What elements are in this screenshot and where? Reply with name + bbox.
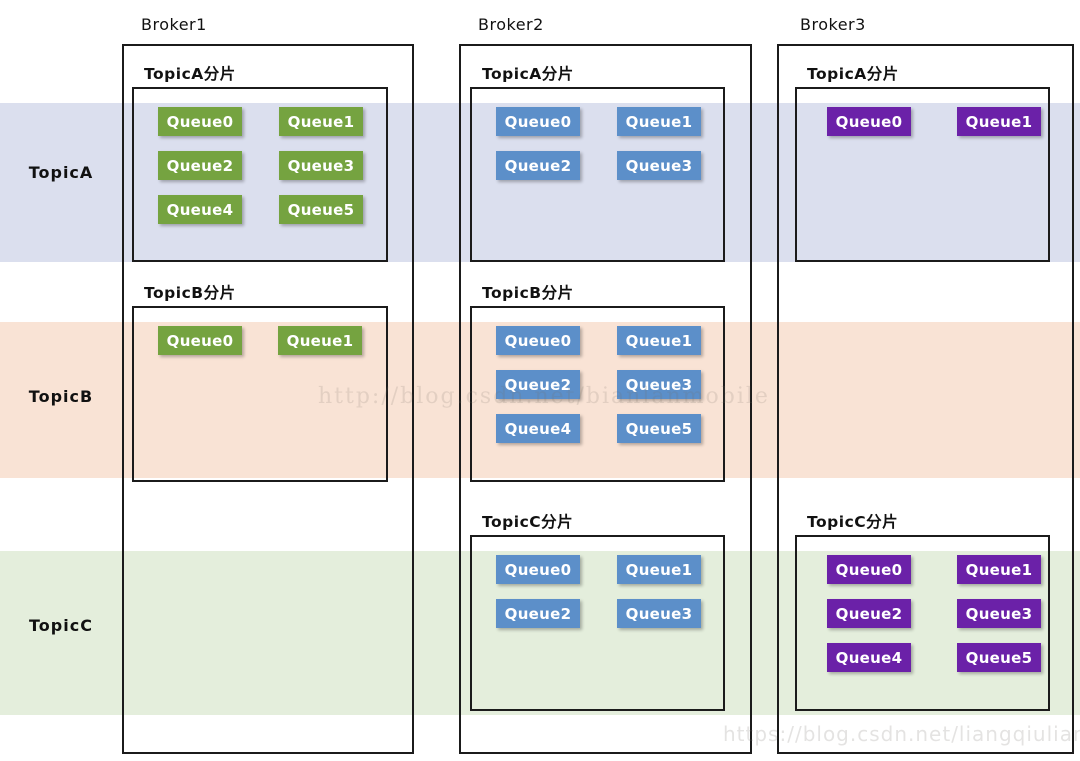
broker-box-broker3: [777, 44, 1074, 754]
queue-chip[interactable]: Queue4: [827, 643, 911, 672]
queue-chip[interactable]: Queue1: [617, 555, 701, 584]
queue-grid: Queue0 Queue1 Queue2 Queue3: [472, 537, 723, 709]
queue-chip[interactable]: Queue3: [617, 151, 701, 180]
topic-group-title: TopicA分片: [807, 65, 899, 83]
topic-group-title: TopicB分片: [144, 284, 236, 302]
topic-group-b2-topicB: TopicB分片 Queue0 Queue1 Queue2 Queue3 Que…: [470, 281, 725, 482]
queue-chip[interactable]: Queue0: [496, 326, 580, 355]
queue-chip[interactable]: Queue0: [158, 107, 242, 136]
queue-chip[interactable]: Queue5: [279, 195, 363, 224]
topic-group-b1-topicB: TopicB分片 Queue0 Queue1: [132, 281, 388, 482]
row-label-topicC: TopicC: [29, 616, 93, 635]
topic-group-b3-topicC: TopicC分片 Queue0 Queue1 Queue2 Queue3 Que…: [795, 510, 1050, 711]
queue-chip[interactable]: Queue2: [496, 151, 580, 180]
broker-box-broker2: [459, 44, 752, 754]
queue-chip[interactable]: Queue0: [158, 326, 242, 355]
topic-group-panel: Queue0 Queue1: [132, 306, 388, 482]
topic-group-panel: Queue0 Queue1 Queue2 Queue3: [470, 535, 725, 711]
queue-chip[interactable]: Queue0: [827, 107, 911, 136]
queue-chip[interactable]: Queue1: [617, 326, 701, 355]
queue-chip[interactable]: Queue2: [158, 151, 242, 180]
topic-group-title: TopicA分片: [144, 65, 236, 83]
queue-chip[interactable]: Queue3: [617, 599, 701, 628]
queue-grid: Queue0 Queue1: [134, 308, 386, 480]
topic-group-panel: Queue0 Queue1: [795, 87, 1050, 262]
queue-chip[interactable]: Queue5: [957, 643, 1041, 672]
topic-group-title: TopicA分片: [482, 65, 574, 83]
topic-group-panel: Queue0 Queue1 Queue2 Queue3 Queue4 Queue…: [795, 535, 1050, 711]
topic-group-panel: Queue0 Queue1 Queue2 Queue3 Queue4 Queue…: [470, 306, 725, 482]
queue-chip[interactable]: Queue1: [957, 555, 1041, 584]
queue-chip[interactable]: Queue5: [617, 414, 701, 443]
queue-chip[interactable]: Queue3: [617, 370, 701, 399]
queue-chip[interactable]: Queue0: [496, 555, 580, 584]
topic-group-b2-topicA: TopicA分片 Queue0 Queue1 Queue2 Queue3: [470, 62, 725, 262]
topic-group-title: TopicB分片: [482, 284, 574, 302]
broker-title-broker1: Broker1: [141, 15, 207, 34]
queue-grid: Queue0 Queue1 Queue2 Queue3: [472, 89, 723, 260]
topic-group-b1-topicA: TopicA分片 Queue0 Queue1 Queue2 Queue3 Que…: [132, 62, 388, 262]
queue-grid: Queue0 Queue1 Queue2 Queue3 Queue4 Queue…: [134, 89, 386, 260]
topic-group-b2-topicC: TopicC分片 Queue0 Queue1 Queue2 Queue3: [470, 510, 725, 711]
broker-box-broker1: [122, 44, 414, 754]
queue-chip[interactable]: Queue1: [279, 107, 363, 136]
topic-group-panel: Queue0 Queue1 Queue2 Queue3 Queue4 Queue…: [132, 87, 388, 262]
queue-grid: Queue0 Queue1 Queue2 Queue3 Queue4 Queue…: [797, 537, 1048, 709]
queue-grid: Queue0 Queue1 Queue2 Queue3 Queue4 Queue…: [472, 308, 723, 480]
queue-chip[interactable]: Queue3: [957, 599, 1041, 628]
topic-group-title: TopicC分片: [807, 513, 899, 531]
queue-chip[interactable]: Queue0: [496, 107, 580, 136]
queue-chip[interactable]: Queue4: [158, 195, 242, 224]
row-label-topicA: TopicA: [28, 163, 94, 182]
queue-chip[interactable]: Queue2: [827, 599, 911, 628]
broker-title-broker2: Broker2: [478, 15, 544, 34]
queue-chip[interactable]: Queue0: [827, 555, 911, 584]
topic-group-b3-topicA: TopicA分片 Queue0 Queue1: [795, 62, 1050, 262]
queue-chip[interactable]: Queue2: [496, 599, 580, 628]
row-label-topicB: TopicB: [28, 387, 94, 406]
queue-chip[interactable]: Queue2: [496, 370, 580, 399]
queue-grid: Queue0 Queue1: [797, 89, 1048, 260]
broker-title-broker3: Broker3: [800, 15, 866, 34]
queue-chip[interactable]: Queue4: [496, 414, 580, 443]
queue-chip[interactable]: Queue1: [278, 326, 362, 355]
topic-group-panel: Queue0 Queue1 Queue2 Queue3: [470, 87, 725, 262]
queue-chip[interactable]: Queue3: [279, 151, 363, 180]
queue-chip[interactable]: Queue1: [617, 107, 701, 136]
topic-group-title: TopicC分片: [482, 513, 574, 531]
queue-chip[interactable]: Queue1: [957, 107, 1041, 136]
